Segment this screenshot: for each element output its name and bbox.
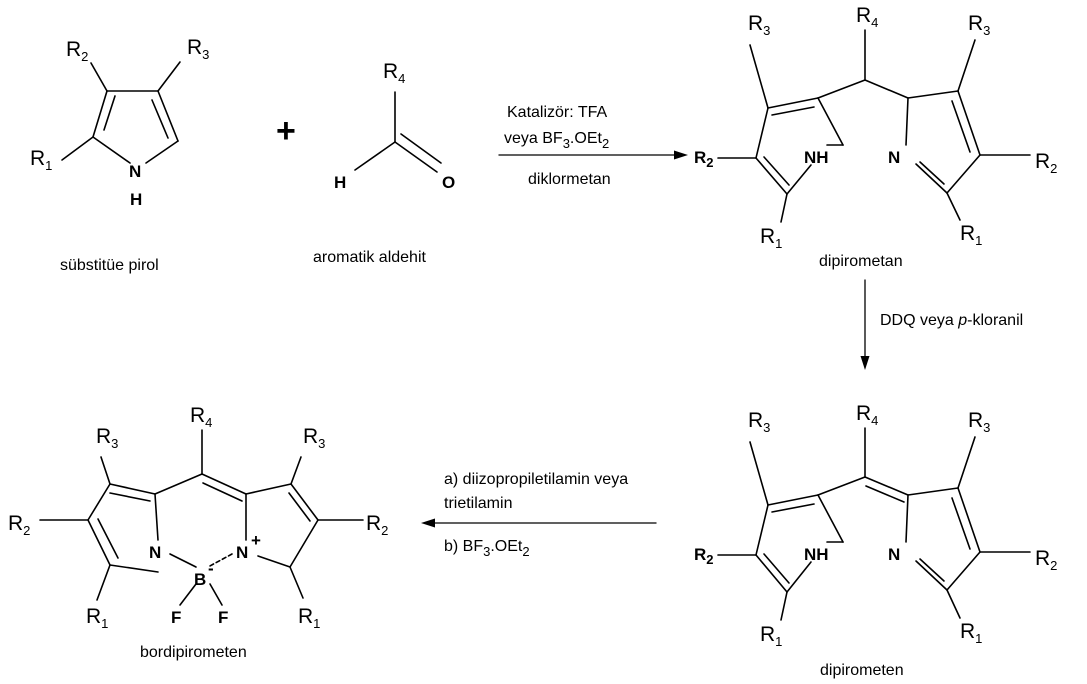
- step1-reagent: veya BF3.OEt2: [504, 130, 609, 151]
- dipyrromethene-caption: dipirometen: [820, 662, 904, 679]
- dipyrromethane-r3-left: R3: [748, 12, 770, 38]
- pyrrole-caption: sübstitüe pirol: [60, 257, 159, 274]
- dipyrromethane-r4: R4: [856, 4, 878, 30]
- pyrrole-h-atom: H: [130, 190, 142, 209]
- dipyrromethane-structure: NH N R3 R4 R3 R2 R2 R1 R1 dipirometan: [694, 4, 1057, 270]
- dipyrromethene-structure: NH N R3 R4 R3 R2 R2 R1 R1 dipirometen: [694, 402, 1057, 679]
- bodipy-n-plus: +: [251, 531, 261, 550]
- bodipy-r4: R4: [190, 404, 212, 430]
- dipyrromethane-nh: NH: [804, 148, 829, 167]
- bodipy-f1: F: [171, 608, 181, 627]
- bodipy-structure: N N + B - F F R3 R4 R3 R2 R2 R1 R1 bordi…: [8, 404, 388, 661]
- step3-conditions: a) diizopropiletilamin veya trietilamin …: [421, 471, 657, 559]
- bodipy-n-right: N: [236, 543, 248, 562]
- dipyrromethane-r2-right: R2: [1035, 150, 1057, 176]
- bodipy-r2-right: R2: [366, 512, 388, 538]
- aldehyde-r4-label: R4: [383, 60, 405, 86]
- bodipy-caption: bordipirometen: [140, 644, 247, 661]
- dipyrromethene-r3-left: R3: [748, 409, 770, 435]
- dipyrromethene-r4: R4: [856, 402, 878, 428]
- pyrrole-n-atom: N: [129, 162, 141, 181]
- aldehyde-caption: aromatik aldehit: [313, 249, 427, 266]
- bodipy-f2: F: [218, 608, 228, 627]
- dipyrromethane-r1-left: R1: [760, 225, 782, 251]
- step1-conditions: Katalizör: TFA veya BF3.OEt2 diklormetan: [498, 104, 688, 188]
- dipyrromethane-n: N: [888, 148, 900, 167]
- dipyrromethene-r2-left: R2: [694, 545, 714, 567]
- step3-reagent: b) BF3.OEt2: [444, 538, 530, 559]
- dipyrromethene-r3-right: R3: [968, 409, 990, 435]
- step2-arrowhead: [860, 356, 870, 370]
- pyrrole-r1-label: R1: [30, 147, 52, 173]
- dipyrromethene-nh: NH: [804, 545, 829, 564]
- dipyrromethene-r1-left: R1: [760, 623, 782, 649]
- step1-catalyst: Katalizör: TFA: [507, 104, 608, 121]
- dipyrromethene-r2-right: R2: [1035, 547, 1057, 573]
- step1-solvent: diklormetan: [528, 171, 611, 188]
- pyrrole-r3-label: R3: [187, 36, 209, 62]
- aldehyde-o-atom: O: [442, 173, 455, 192]
- dipyrromethane-r1-right: R1: [960, 222, 982, 248]
- aldehyde-h-atom: H: [334, 173, 346, 192]
- bodipy-r3-right: R3: [303, 425, 325, 451]
- step3-base-alt: trietilamin: [444, 495, 512, 512]
- plus-sign: +: [276, 112, 296, 150]
- bodipy-b-minus: -: [208, 559, 214, 578]
- dipyrromethene-n: N: [888, 545, 900, 564]
- bodipy-r1-right: R1: [298, 605, 320, 631]
- aldehyde-structure: H O R4 aromatik aldehit: [313, 60, 455, 266]
- dipyrromethane-r3-right: R3: [968, 12, 990, 38]
- dipyrromethene-r1-right: R1: [960, 620, 982, 646]
- step1-arrowhead: [674, 150, 688, 160]
- step2-oxidant: DDQ veya p-kloranil: [880, 312, 1023, 329]
- pyrrole-r2-label: R2: [66, 38, 88, 64]
- step3-base: a) diizopropiletilamin veya: [444, 471, 628, 488]
- dipyrromethane-caption: dipirometan: [819, 253, 903, 270]
- bodipy-r1-left: R1: [86, 605, 108, 631]
- step2-conditions: DDQ veya p-kloranil: [860, 279, 1023, 370]
- step3-arrowhead: [421, 518, 435, 528]
- bodipy-r2-left: R2: [8, 512, 30, 538]
- bodipy-r3-left: R3: [96, 425, 118, 451]
- pyrrole-structure: N H R2 R3 R1 sübstitüe pirol: [30, 36, 209, 274]
- dipyrromethane-r2-left: R2: [694, 148, 714, 170]
- bodipy-n-left: N: [149, 543, 161, 562]
- bodipy-boron: B: [194, 570, 206, 589]
